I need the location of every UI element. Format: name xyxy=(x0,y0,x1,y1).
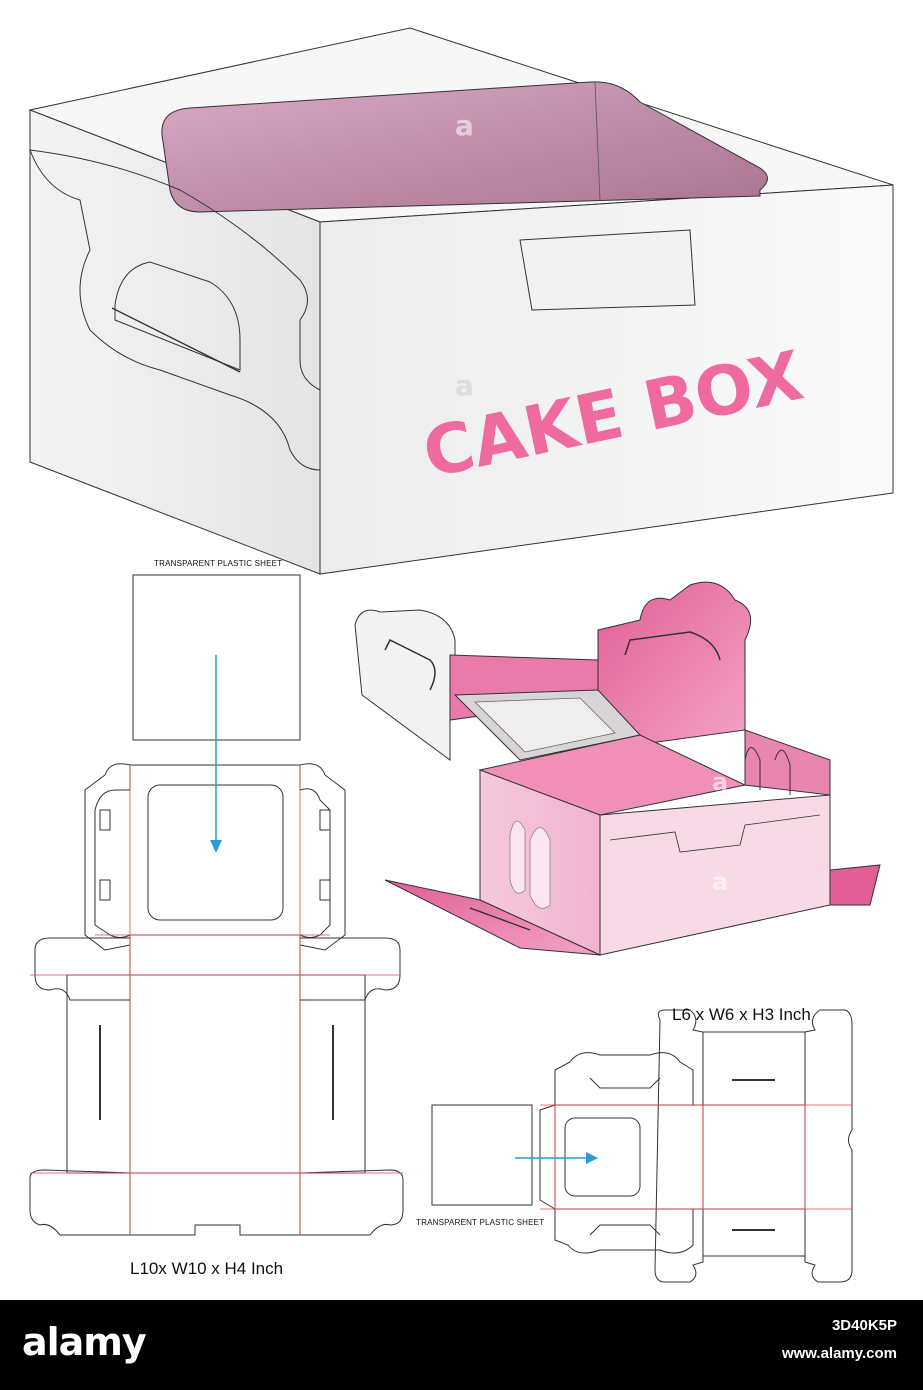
open-white-flap xyxy=(354,609,462,761)
small-lid-left-flap xyxy=(539,1104,556,1210)
small-bottom-tab xyxy=(589,1224,661,1236)
watermark-mark: a xyxy=(455,109,474,142)
box-window xyxy=(161,81,768,213)
small-wall-2 xyxy=(702,1104,806,1210)
diagram-canvas: CAKE BOX a a xyxy=(28,27,894,1283)
large-bottom-flaps xyxy=(29,1169,404,1236)
small-fold-lines xyxy=(540,1104,852,1210)
inner-side-tabs xyxy=(744,747,791,795)
bottom-flap-slit xyxy=(469,907,531,931)
bottom-flap-right xyxy=(829,864,881,906)
footer-url[interactable]: www.alamy.com xyxy=(781,1345,897,1362)
large-body-panel xyxy=(129,974,301,1174)
open-cake-box: a a xyxy=(354,581,881,956)
front-notch xyxy=(609,814,821,853)
footer-logo[interactable]: alamy xyxy=(22,1320,147,1364)
packaging-dieline-illustration: CAKE BOX a a xyxy=(28,27,894,1283)
small-arrow-head xyxy=(586,1152,598,1164)
large-left-wall xyxy=(66,974,131,1174)
large-bottom-panel xyxy=(129,1172,301,1236)
handle-slit xyxy=(111,307,241,373)
large-side-flaps xyxy=(34,935,401,1001)
dimensions-large: L10x W10 x H4 Inch xyxy=(130,1259,284,1278)
large-arrow-head xyxy=(210,840,222,853)
window-inner-edge xyxy=(594,81,691,201)
large-lid-tabs xyxy=(99,809,331,901)
large-dieline xyxy=(29,574,404,1236)
small-dieline xyxy=(431,1009,853,1283)
white-flap-handle xyxy=(384,638,436,691)
small-window xyxy=(564,1117,641,1197)
inner-rounded-tabs xyxy=(509,820,551,909)
open-window xyxy=(474,697,616,753)
side-scallop-flap xyxy=(29,149,321,471)
plastic-sheet-label-large: TRANSPARENT PLASTIC SHEET xyxy=(154,559,283,568)
watermark-mark: a xyxy=(712,768,728,796)
small-strip-right xyxy=(804,1009,853,1283)
open-lid-panel xyxy=(597,581,752,751)
dimensions-small: L6 x W6 x H3 Inch xyxy=(672,1005,811,1024)
small-bottom-lid xyxy=(554,1208,694,1254)
small-lid-tab xyxy=(589,1077,661,1089)
bottom-flap-left xyxy=(384,879,601,956)
open-box-right xyxy=(744,729,831,796)
small-top-panel xyxy=(554,1104,704,1210)
front-tuck-tab xyxy=(519,229,696,311)
small-lid-panel xyxy=(554,1052,694,1106)
footer-image-id: 3D40K5P xyxy=(831,1317,897,1334)
large-fold-lines xyxy=(30,765,403,1235)
large-lid-scallop xyxy=(84,763,346,951)
small-plastic-sheet xyxy=(431,1104,533,1206)
small-wall-3 xyxy=(702,1208,806,1257)
plastic-sheet-label-small: TRANSPARENT PLASTIC SHEET xyxy=(416,1218,545,1227)
small-strip-left xyxy=(654,1009,704,1283)
footer-bar: alamy 3D40K5P www.alamy.com xyxy=(0,1300,923,1390)
closed-cake-box: CAKE BOX a a xyxy=(28,27,894,575)
watermark-mark: a xyxy=(455,369,474,402)
watermark-mark: a xyxy=(712,868,728,896)
small-wall-1 xyxy=(702,1031,806,1106)
lid-handle xyxy=(624,631,721,661)
handle-cutout xyxy=(114,261,241,371)
